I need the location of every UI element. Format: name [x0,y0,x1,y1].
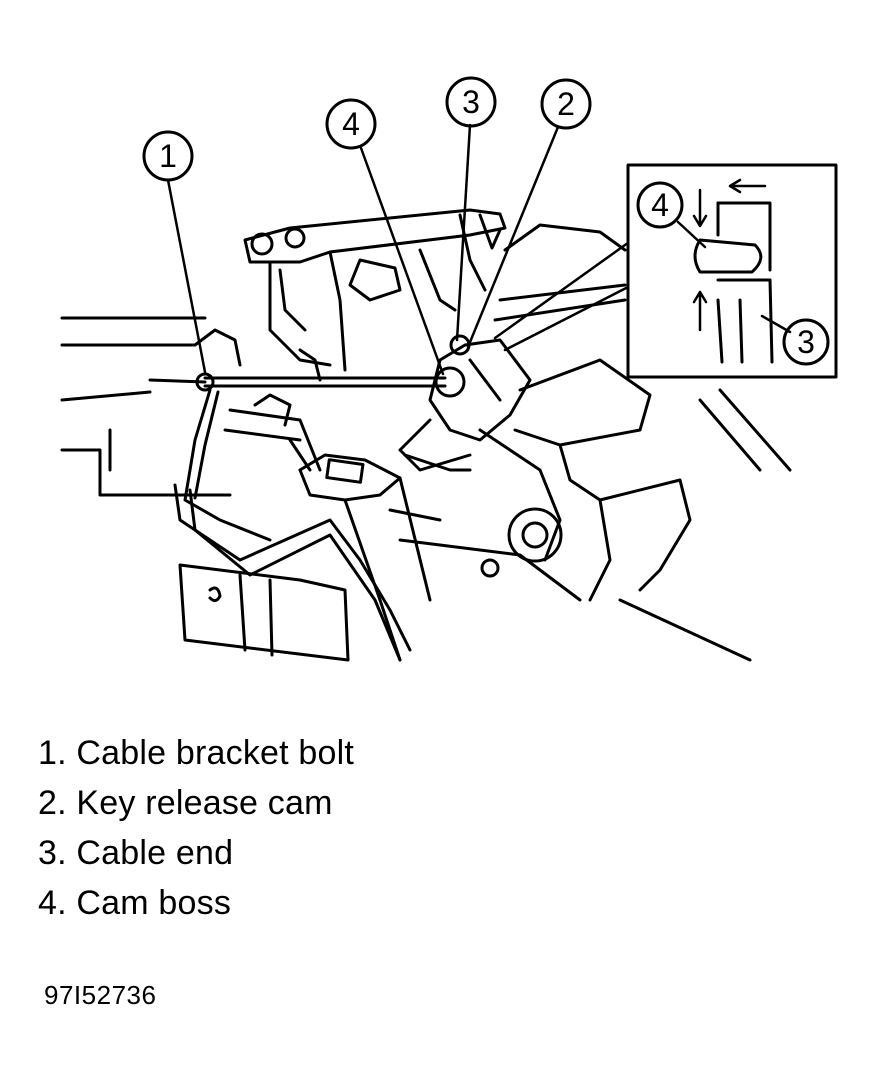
inset-callout-4: 4 [636,181,684,229]
callout-2-number: 2 [557,86,575,122]
legend: 1. Cable bracket bolt 2. Key release cam… [38,728,354,928]
callout-3-number: 3 [462,84,480,120]
cable-bracket [178,408,432,662]
inset-detail [626,163,838,379]
legend-item-1: 1. Cable bracket bolt [38,734,355,772]
callout-1: 1 [142,130,194,182]
legend-item-3: 3. Cable end [38,834,234,872]
key-release-cam-assembly [398,334,532,472]
column-rails [60,316,232,497]
inset-callout-4-number: 4 [651,187,669,223]
inset-callout-3: 3 [782,318,830,366]
legend-item-2: 2. Key release cam [38,784,333,822]
inset-callout-3-number: 3 [797,324,815,360]
callout-1-number: 1 [159,138,177,174]
callout-4-number: 4 [342,106,360,142]
figure-id: 97I52736 [44,980,157,1010]
diagram-illustration: 1 4 3 2 4 3 [60,76,838,662]
callout-3: 3 [445,76,497,128]
steering-column-housing [388,223,792,662]
legend-item-4: 4. Cam boss [38,884,232,922]
lock-cable [148,328,447,662]
callout-4: 4 [325,98,377,150]
callout-2: 2 [540,78,592,130]
leader-lines [166,123,634,376]
